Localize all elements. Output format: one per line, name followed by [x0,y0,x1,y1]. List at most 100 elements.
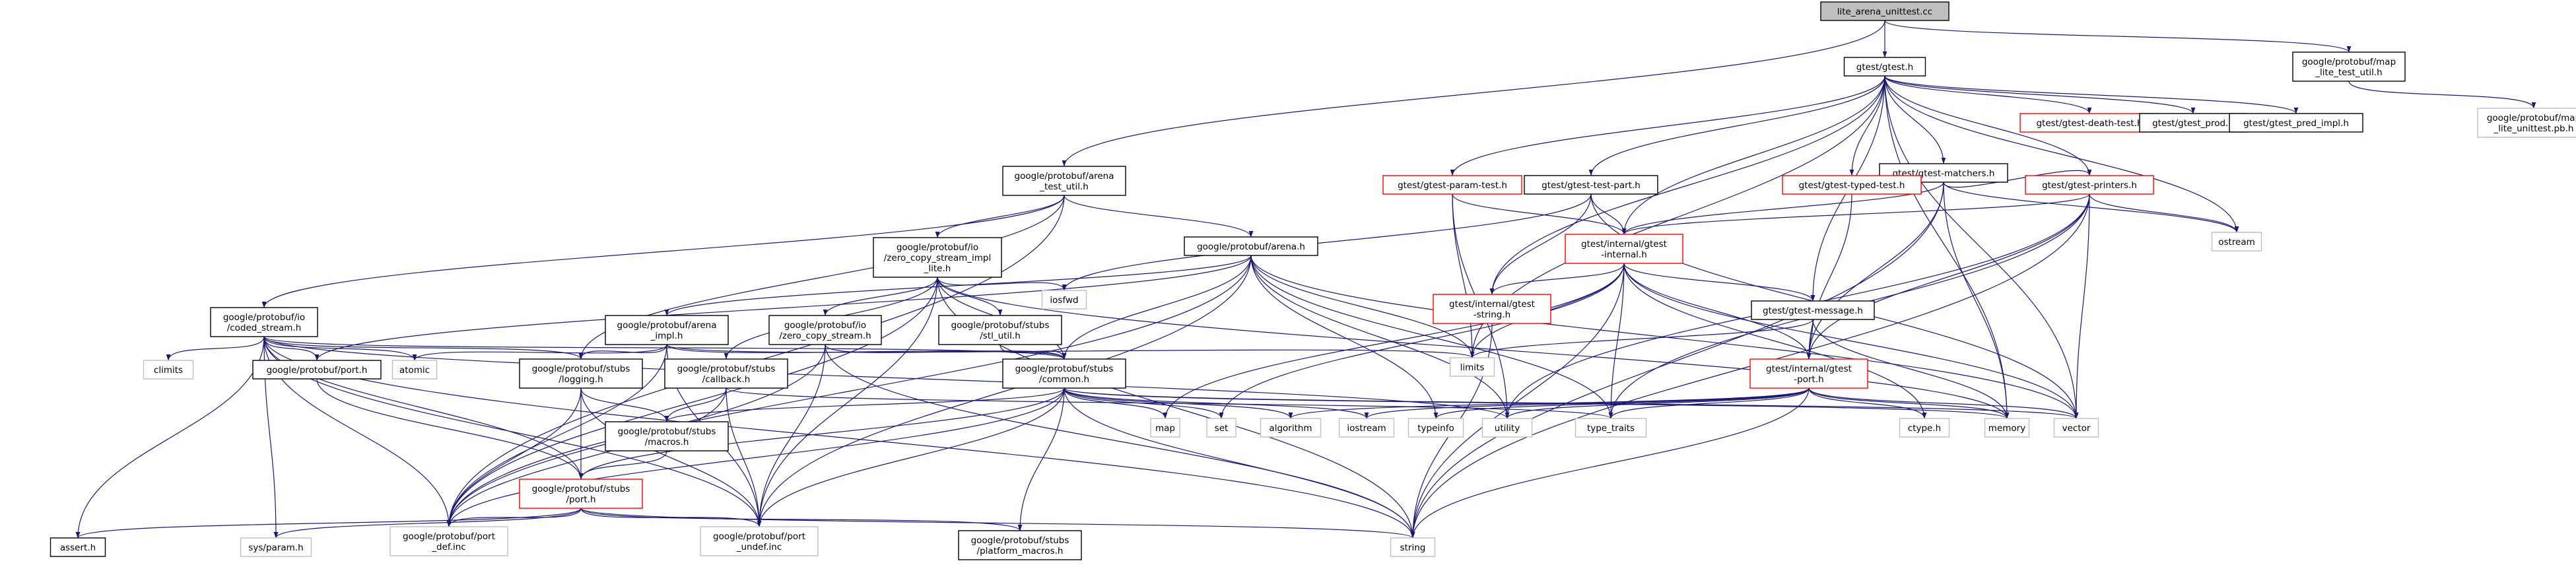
edge-stubsport-to-portdef [446,508,582,527]
node-typeinfo[interactable]: typeinfo [1407,418,1464,438]
node-map[interactable]: map [1150,418,1180,438]
edge-line [1062,193,1592,291]
node-platform[interactable]: google/protobuf/stubs/platform_macros.h [958,530,1082,560]
node-arenaimpl[interactable]: google/protobuf/arena_impl.h [605,315,729,345]
node-ctype[interactable]: ctype.h [1899,418,1950,438]
node-prod[interactable]: gtest/gtest_prod.h [2139,113,2247,133]
node-box [252,360,382,380]
node-label-line: _def.inc [431,542,465,552]
node-box [240,537,312,557]
edge-arena-to-common [1062,255,1252,360]
node-string[interactable]: string [1390,537,1436,557]
node-portdef[interactable]: google/protobuf/port_def.inc [390,526,508,556]
node-label-line: _undef.inc [736,542,782,552]
node-common[interactable]: google/protobuf/stubs/common.h [1002,358,1126,389]
node-typetraits[interactable]: type_traits [1575,418,1647,438]
node-label-line: atomic [399,365,430,376]
edge-line [1623,263,2079,419]
node-label-line: limits [1460,362,1485,373]
node-label-line: /zero_copy_stream_impl [884,253,991,263]
node-arena[interactable]: google/protobuf/arena.h [1184,236,1318,256]
edge-line [580,387,762,527]
edge-line [1943,182,2010,419]
node-portundef[interactable]: google/protobuf/port_undef.inc [700,526,819,556]
edge-line [1410,263,1625,539]
edge-line [1806,193,2090,360]
node-set[interactable]: set [1206,418,1237,438]
node-box [2477,108,2576,138]
node-ostream[interactable]: ostream [2211,232,2262,251]
node-sysparam[interactable]: sys/param.h [240,537,312,557]
edge-internal-to-gport [1623,263,1812,360]
node-label-line: google/protobuf/stubs [971,535,1069,546]
node-macros[interactable]: google/protobuf/stubs/macros.h [605,421,729,451]
edge-line [580,508,1023,531]
node-box [1002,166,1126,196]
node-box [1984,418,2030,438]
node-zcs[interactable]: google/protobuf/io/zero_copy_stream.h [768,315,882,345]
node-climits[interactable]: climits [143,360,194,380]
node-iosfwd[interactable]: iosfwd [1041,290,1087,310]
node-gtest[interactable]: gtest/gtest.h [1843,57,1926,77]
edge-line [1017,387,1065,531]
edge-line [666,344,1067,360]
node-limits[interactable]: limits [1449,357,1495,377]
edge-matchers-to-string [1410,182,1944,539]
node-label-line: gtest/gtest-typed-test.h [1799,180,1905,191]
node-coded[interactable]: google/protobuf/io/coded_stream.h [210,307,318,337]
node-box [605,421,729,451]
node-arenatest[interactable]: google/protobuf/arena_test_util.h [1002,166,1126,196]
node-param[interactable]: gtest/gtest-param-test.h [1382,175,1522,195]
node-label-line: _test_util.h [1039,182,1089,192]
edge-line [446,387,582,527]
node-vector[interactable]: vector [2053,418,2099,438]
node-port[interactable]: google/protobuf/port.h [252,360,382,380]
node-memory[interactable]: memory [1984,418,2030,438]
node-label-line: google/protobuf/stubs [677,364,776,374]
node-label-line: _lite.h [924,263,951,274]
node-testpart[interactable]: gtest/gtest-test-part.h [1524,175,1658,195]
edge-line [726,387,1613,419]
node-box [958,530,1082,560]
edge-zcsimpl-to-zcs [823,277,938,316]
node-root[interactable]: lite_arena_unittest.cc [1820,1,1949,21]
node-callback[interactable]: google/protobuf/stubs/callback.h [664,358,788,389]
node-logging[interactable]: google/protobuf/stubs/logging.h [519,358,643,389]
node-box [1565,234,1683,264]
node-utility[interactable]: utility [1481,418,1533,438]
node-printers[interactable]: gtest/gtest-printers.h [2025,175,2154,195]
node-algorithm[interactable]: algorithm [1260,418,1322,438]
edge-line [578,344,667,360]
edge-line [263,336,1510,419]
node-message[interactable]: gtest/gtest-message.h [1751,300,1875,320]
node-maputil[interactable]: google/protobuf/map_lite_test_util.h [2292,51,2406,82]
node-box [1481,418,1533,438]
node-death[interactable]: gtest/gtest-death-test.h [2019,113,2159,133]
edge-line [1452,193,1627,235]
node-label-line: -string.h [1474,310,1510,320]
edge-line [1064,387,1293,419]
node-stubsport[interactable]: google/protobuf/stubs/port.h [519,479,643,509]
node-label-line: /stl_util.h [980,331,1021,341]
node-stlutil[interactable]: google/protobuf/stubs/stl_util.h [938,315,1062,345]
node-label-line: google/protobuf/io [897,242,978,253]
node-asserth[interactable]: assert.h [50,537,106,557]
node-predimpl[interactable]: gtest/gtest_pred_impl.h [2229,113,2363,133]
node-box [1433,294,1551,324]
node-zcsimpl[interactable]: google/protobuf/io/zero_copy_stream_impl… [873,237,1002,278]
edge-line [666,344,1474,358]
edge-line [1884,75,2010,419]
edge-internal-to-map [1163,263,1625,419]
node-gstring[interactable]: gtest/internal/gtest-string.h [1433,294,1551,324]
node-atomic[interactable]: atomic [391,360,438,380]
edge-line [1884,75,2299,114]
node-mappb[interactable]: google/protobuf/map_lite_unittest.pb.h [2477,108,2576,138]
edge-param-to-limits [1452,193,1475,358]
node-gport[interactable]: gtest/internal/gtest-port.h [1749,358,1868,389]
node-typed[interactable]: gtest/gtest-typed-test.h [1782,175,1922,195]
node-internal[interactable]: gtest/internal/gtest-internal.h [1565,234,1683,264]
node-label-line: gtest/gtest-message.h [1763,306,1863,316]
node-iostream[interactable]: iostream [1338,418,1395,438]
edge-arena-to-portundef [757,255,1252,527]
node-label-line: /common.h [1039,374,1089,385]
